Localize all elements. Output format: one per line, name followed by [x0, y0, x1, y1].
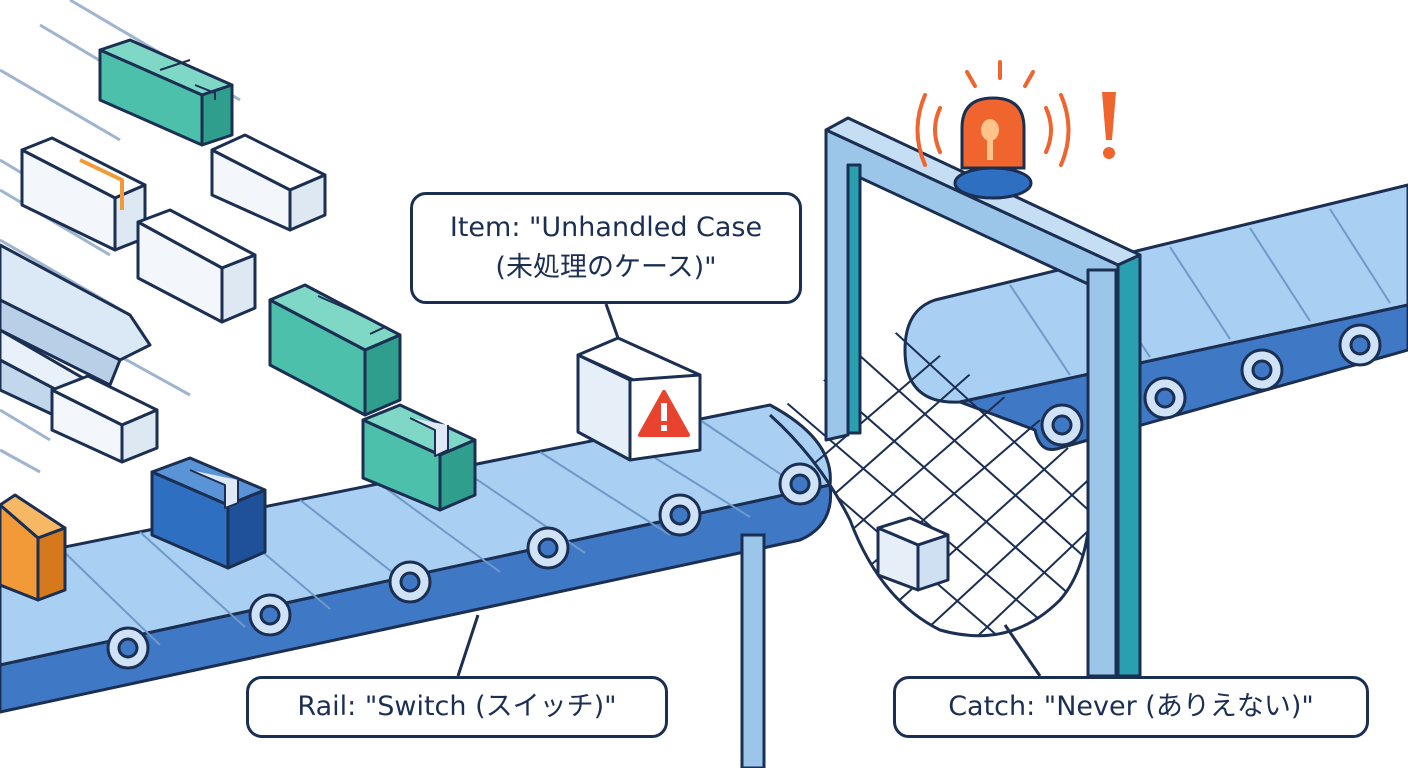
conveyor-leg [740, 533, 766, 768]
exit-conveyor [903, 183, 1408, 451]
broken-rail-pieces [0, 243, 152, 427]
alarm-light-icon [915, 60, 1071, 200]
callout-pointers [456, 303, 1042, 677]
item-callout-line2: (未処理のケース)" [495, 252, 717, 283]
exclamation-icon [1102, 92, 1116, 159]
rail-callout: Rail: "Switch (スイッチ)" [246, 676, 668, 738]
package-box-icon [361, 403, 477, 512]
catch-callout-text: Catch: "Never (ありえない)" [948, 691, 1314, 722]
caught-box [876, 516, 950, 592]
package-box-icon [136, 208, 257, 324]
item-callout: Item: "Unhandled Case (未処理のケース)" [410, 192, 802, 304]
package-box-icon [210, 133, 327, 232]
package-box-icon [50, 374, 159, 464]
unhandled-case-box [576, 336, 702, 462]
warning-triangle-icon [638, 390, 690, 437]
background-boxes [20, 38, 402, 464]
package-box-icon [0, 493, 67, 602]
conveyor-boxes [0, 336, 702, 602]
item-callout-line1: Item: "Unhandled Case [449, 212, 763, 243]
package-box-icon [268, 283, 402, 417]
catch-callout: Catch: "Never (ありえない)" [893, 676, 1369, 738]
package-box-icon [150, 456, 267, 570]
package-box-icon [98, 38, 234, 147]
rail-callout-text: Rail: "Switch (スイッチ)" [297, 691, 617, 722]
package-box-icon [20, 136, 147, 252]
